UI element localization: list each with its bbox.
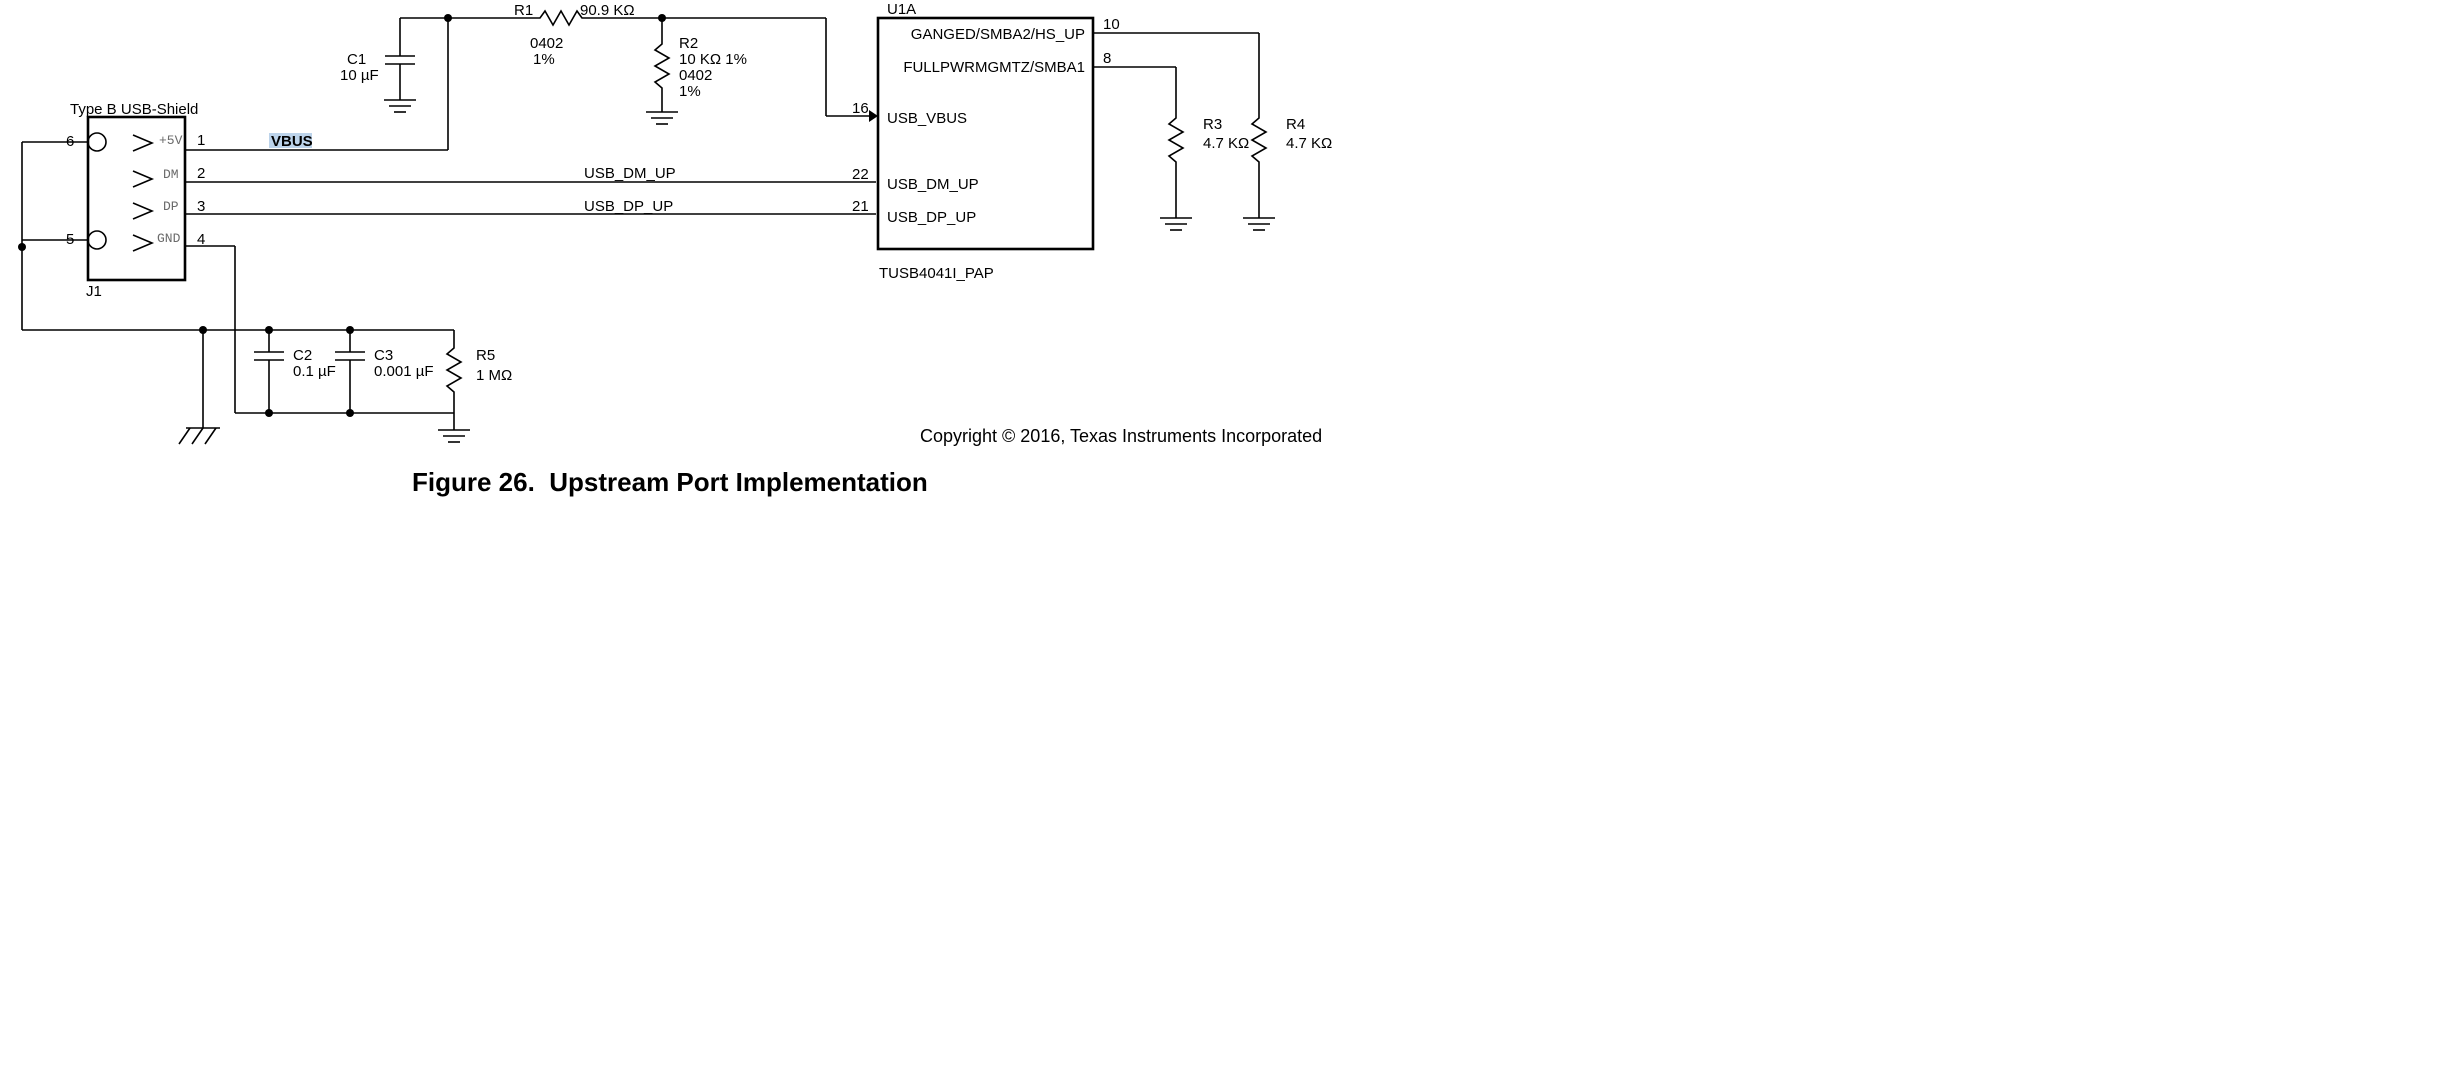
ic-ref: U1A xyxy=(887,1,916,18)
figure-caption: Figure 26. Upstream Port Implementation xyxy=(412,467,928,497)
ic-pin-number-10: 10 xyxy=(1103,16,1120,33)
pin-number-1: 1 xyxy=(197,132,205,149)
capacitor-c2: C2 0.1 µF xyxy=(254,330,336,413)
pin-name-4: GND xyxy=(157,231,181,246)
c2-ref: C2 xyxy=(293,347,312,364)
r5-value: 1 MΩ xyxy=(476,367,512,384)
ic-pin-number-8: 8 xyxy=(1103,50,1111,67)
pin-name-1: +5V xyxy=(159,133,183,148)
connector-ref: J1 xyxy=(86,283,102,300)
r1-value: 90.9 KΩ xyxy=(580,2,635,19)
pin-number-3: 3 xyxy=(197,198,205,215)
r1-tolerance: 1% xyxy=(533,51,555,68)
ic-pin-number-22: 22 xyxy=(852,166,869,183)
ic-pin-name-22: USB_DM_UP xyxy=(887,176,979,193)
connector-body xyxy=(86,115,187,282)
r3-value: 4.7 KΩ xyxy=(1203,135,1249,152)
pin-chevron-1 xyxy=(132,134,155,152)
c1-value: 10 µF xyxy=(340,67,379,84)
pin-number-4: 4 xyxy=(197,231,205,248)
r5-ref: R5 xyxy=(476,347,495,364)
pin-name-2: DM xyxy=(163,167,179,182)
r2-tolerance: 1% xyxy=(679,83,701,100)
resistor-r1: R1 90.9 KΩ 0402 1% xyxy=(514,2,662,68)
r2-ref: R2 xyxy=(679,35,698,52)
vbus-highlight xyxy=(269,133,312,148)
shield-chassis-ground xyxy=(18,142,454,445)
r3-ref: R3 xyxy=(1203,116,1222,133)
resistor-r5: R5 1 MΩ xyxy=(438,330,512,443)
shield-pin-5: 5 xyxy=(66,231,74,248)
ic-pin-name-21: USB_DP_UP xyxy=(887,209,976,226)
vbus-net: VBUS xyxy=(185,14,535,151)
r4-ref: R4 xyxy=(1286,116,1305,133)
ic-pin-number-16: 16 xyxy=(852,100,869,117)
pin-chevron-4 xyxy=(132,234,155,252)
resistor-r2: R2 10 KΩ 1% 0402 1% xyxy=(646,14,826,125)
shield-pin-6: 6 xyxy=(66,133,74,150)
c1-ref: C1 xyxy=(347,51,366,68)
ic-part: TUSB4041I_PAP xyxy=(879,265,994,282)
r4-value: 4.7 KΩ xyxy=(1286,135,1332,152)
ic-pin-name-8: FULLPWRMGMTZ/SMBA1 xyxy=(903,59,1085,76)
usb-connector-j1: Type B USB-Shield J1 6 5 +5V DM DP GND 1… xyxy=(22,101,205,300)
dm-net-label: USB_DM_UP xyxy=(584,165,676,182)
ic-body xyxy=(876,16,1095,251)
pin-chevron-2 xyxy=(132,170,155,188)
ic-pin-name-16: USB_VBUS xyxy=(887,110,967,127)
ground-network xyxy=(185,245,454,417)
vbus-net-label: VBUS xyxy=(271,133,313,150)
r1-ref: R1 xyxy=(514,2,533,19)
c3-ref: C3 xyxy=(374,347,393,364)
ic-pin-name-10: GANGED/SMBA2/HS_UP xyxy=(911,26,1085,43)
ic-pin-number-21: 21 xyxy=(852,198,869,215)
pin-number-2: 2 xyxy=(197,165,205,182)
connector-title: Type B USB-Shield xyxy=(70,101,198,118)
capacitor-c1: C1 10 µF xyxy=(340,18,416,113)
r1-package: 0402 xyxy=(530,35,563,52)
dp-net-label: USB_DP_UP xyxy=(584,198,673,215)
resistor-r4: R4 4.7 KΩ xyxy=(1093,32,1332,231)
copyright-notice: Copyright © 2016, Texas Instruments Inco… xyxy=(920,426,1322,446)
resistor-r3: R3 4.7 KΩ xyxy=(1093,66,1249,231)
vbus-sense-wire xyxy=(825,18,878,122)
capacitor-c3: C3 0.001 µF xyxy=(335,330,434,413)
pin-chevron-3 xyxy=(132,202,155,220)
c3-value: 0.001 µF xyxy=(374,363,434,380)
pin-name-3: DP xyxy=(163,199,179,214)
r2-value: 10 KΩ 1% xyxy=(679,51,747,68)
c2-value: 0.1 µF xyxy=(293,363,336,380)
shield-contact-5 xyxy=(87,230,107,250)
data-lines: USB_DM_UP USB_DP_UP xyxy=(185,165,876,215)
r2-package: 0402 xyxy=(679,67,712,84)
ic-u1a: U1A TUSB4041I_PAP GANGED/SMBA2/HS_UP FUL… xyxy=(852,1,1120,282)
chassis-ground-icon xyxy=(178,427,191,445)
shield-contact-6 xyxy=(87,132,107,152)
